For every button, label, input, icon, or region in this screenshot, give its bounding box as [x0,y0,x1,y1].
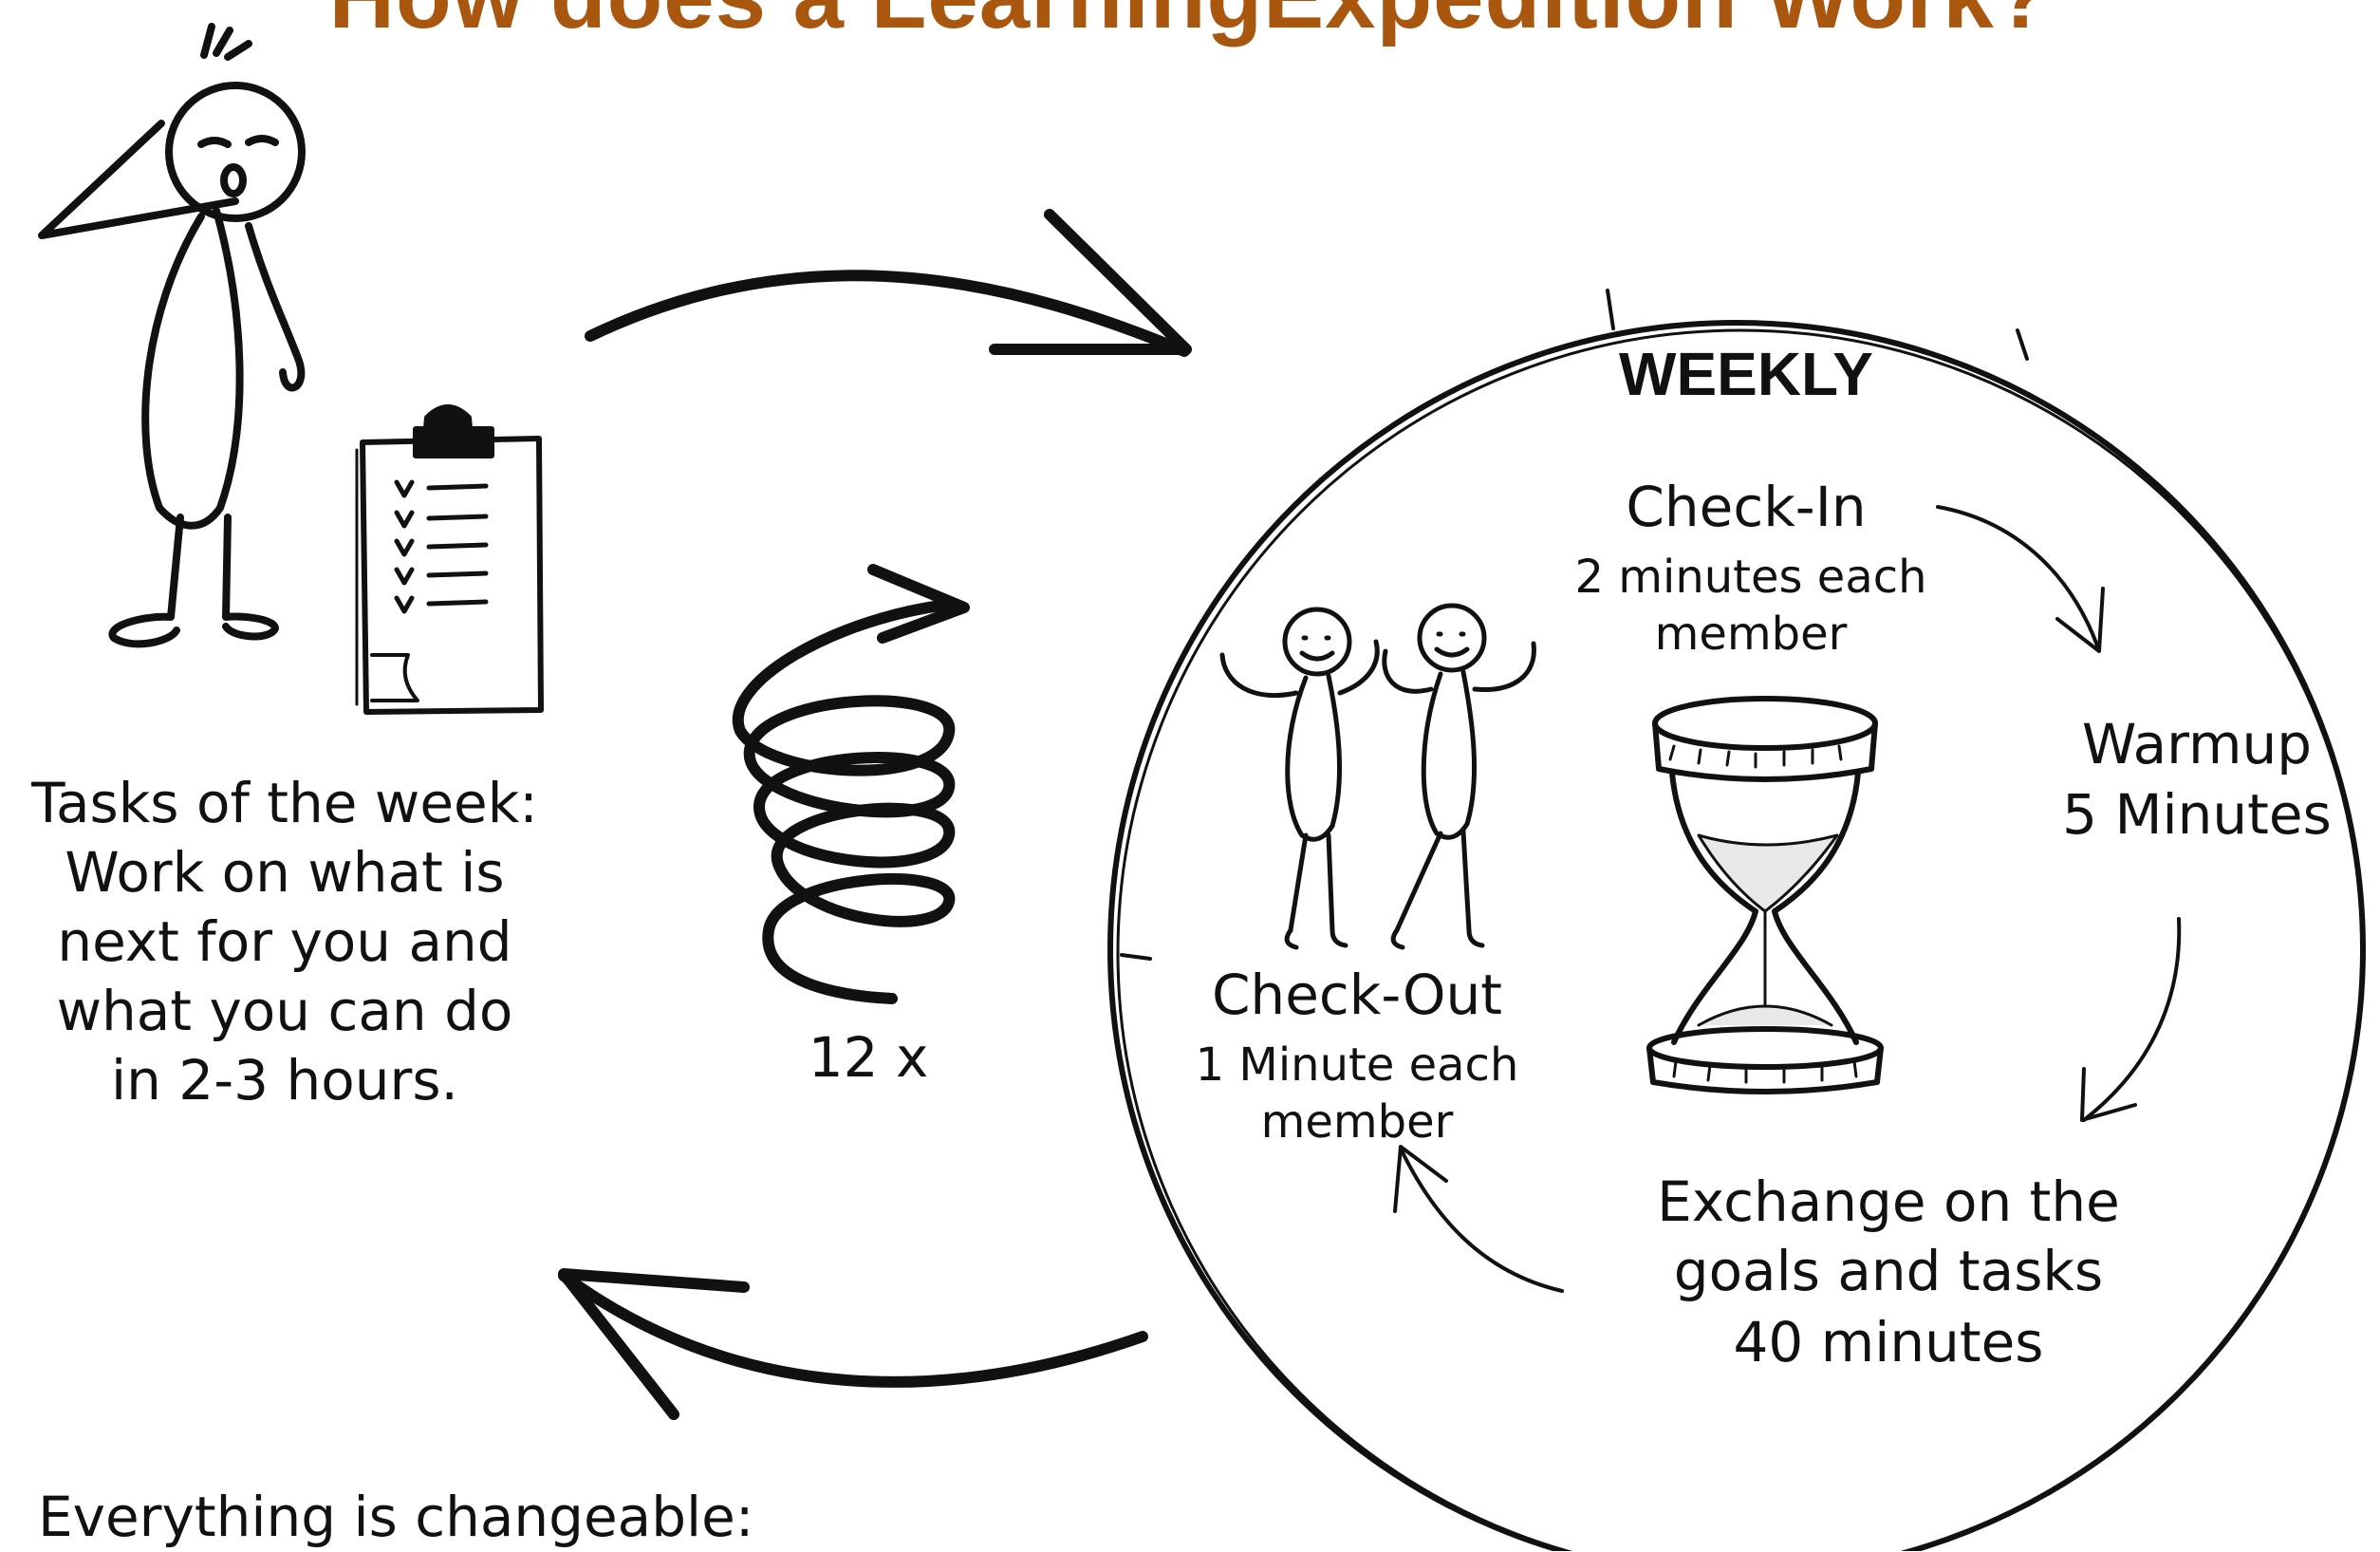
page-title: How does a LearningExpedition Work? [0,0,2380,49]
footer-text: Everything is changeable: [38,1485,754,1549]
check-in-detail: 2 minutes each member [1574,551,1927,662]
arrow-warmup-to-exchange-icon [2080,917,2182,1122]
check-out-detail: 1 Minute each member [1195,1038,1519,1150]
hourglass-icon [1646,696,1884,1094]
weekly-circle [1107,289,2366,1551]
repeat-count-label: 12 x [808,1025,929,1090]
warmup-detail: 5 Minutes [2062,782,2332,847]
clipboard-checklist-icon [355,404,544,715]
warmup-label: Warmup [2081,712,2313,776]
check-in-label: Check-In [1626,475,1867,539]
exchange-label: Exchange on the goals and tasks [1657,1169,2120,1304]
exchange-detail: 40 minutes [1733,1310,2044,1374]
arrow-checkin-to-warmup-icon [1936,505,2105,653]
arrow-to-weekly-icon [585,209,1192,357]
weekly-heading: WEEKLY [1619,340,1873,408]
arrow-exchange-to-checkout-icon [1393,1145,1564,1293]
cheering-people-icon [1219,603,1536,950]
thinking-person-icon [38,23,306,648]
arrow-back-icon [558,1268,1148,1420]
spring-coil-icon [732,564,970,1004]
tasks-text: Tasks of the week: Work on what is next … [31,771,538,1113]
check-out-label: Check-Out [1211,963,1503,1027]
